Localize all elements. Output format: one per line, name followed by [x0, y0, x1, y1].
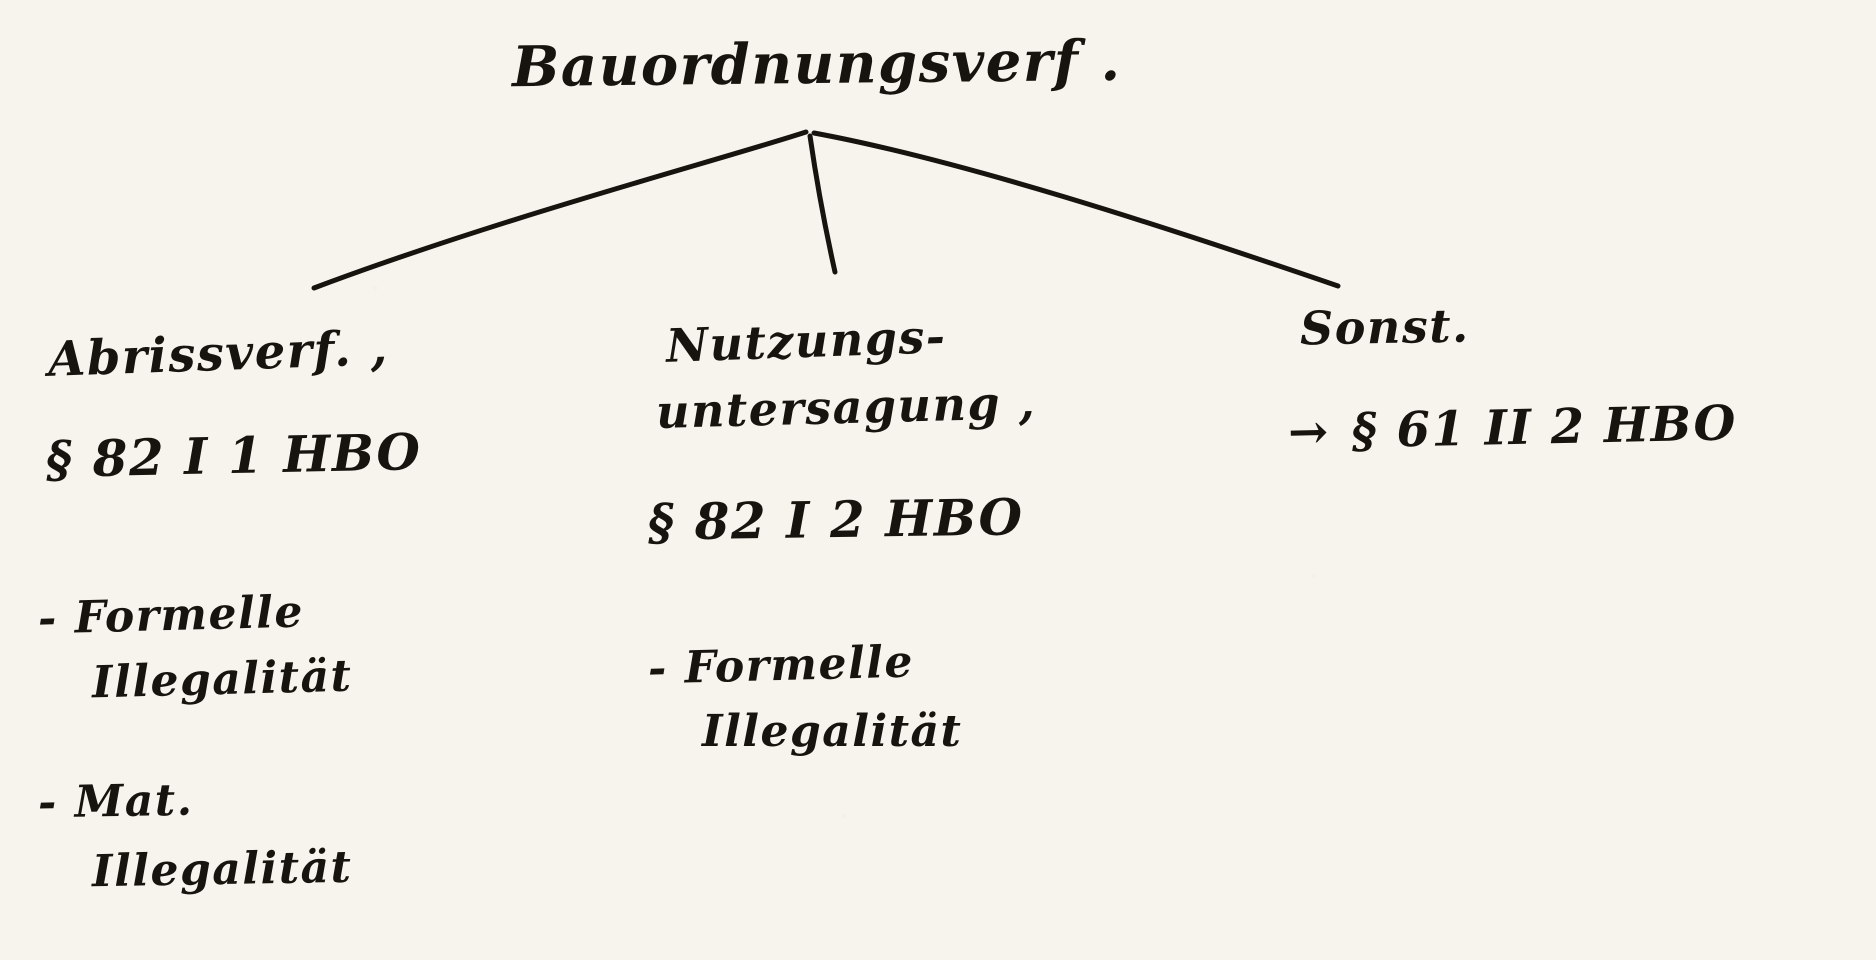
left-bullet-1-line-1: - Formelle [37, 586, 305, 645]
right-branch-statute: → § 61 II 2 HBO [1287, 395, 1738, 461]
middle-bullet-1-line-1: - Formelle [647, 636, 915, 695]
middle-branch-statute: § 82 I 2 HBO [647, 487, 1024, 552]
right-branch-statute-text: § 61 II 2 HBO [1351, 395, 1738, 460]
middle-branch-heading-line-1: Nutzungs- [665, 309, 948, 373]
arrow-right-icon: → [1287, 403, 1331, 461]
middle-bullet-1-line-2: Illegalität [702, 706, 963, 757]
left-branch-statute: § 82 I 1 HBO [45, 422, 423, 489]
branch-line-left [311, 129, 809, 291]
middle-branch-heading-line-2: untersagung , [655, 375, 1037, 439]
left-bullet-2-line-2: Illegalität [91, 841, 353, 898]
left-branch-heading: Abrissverf. , [47, 320, 390, 388]
branch-line-right [811, 130, 1341, 289]
branch-line-middle [807, 133, 838, 275]
left-bullet-1-line-2: Illegalität [91, 650, 353, 709]
right-branch-heading: Sonst. [1299, 298, 1470, 356]
left-bullet-2-line-1: - Mat. [37, 774, 194, 829]
diagram-title: Bauordnungsverf . [511, 27, 1122, 101]
